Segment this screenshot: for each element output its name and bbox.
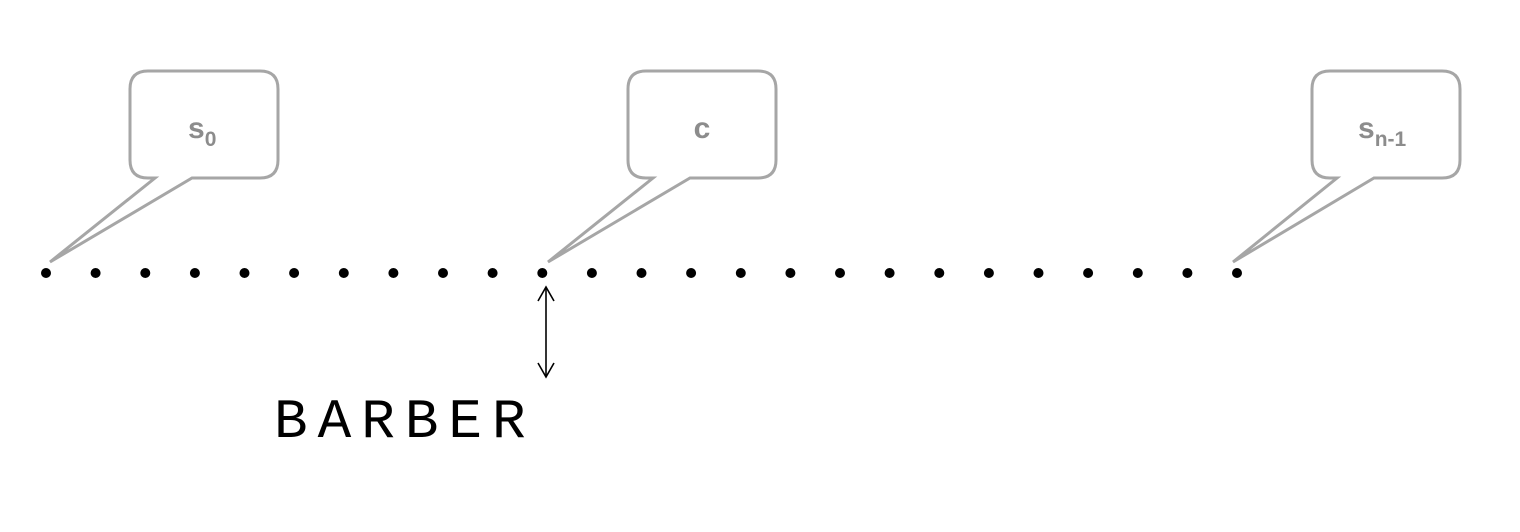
callout-c-label: c	[694, 112, 711, 145]
seat-dot	[785, 268, 796, 278]
seat-dot	[983, 268, 994, 278]
seat-dot	[537, 268, 548, 278]
arrow-head-down	[537, 362, 555, 379]
barber-label: BARBER	[274, 390, 536, 454]
seat-dot	[1182, 268, 1193, 278]
callout-s0-shape	[49, 69, 280, 264]
seat-dot	[289, 268, 300, 278]
seat-dot	[586, 268, 597, 278]
callout-sn-1: sn-1	[1232, 69, 1462, 264]
seat-dot	[388, 268, 399, 278]
callout-s0: s0	[49, 69, 280, 264]
callout-c: c	[547, 69, 778, 264]
double-arrow-icon	[537, 285, 555, 379]
seat-dot	[636, 268, 647, 278]
seat-dot	[487, 268, 498, 278]
seat-dot	[338, 268, 349, 278]
seat-dot	[239, 268, 250, 278]
seat-dot	[1232, 268, 1242, 278]
callout-s0-subscript: 0	[205, 128, 217, 151]
callout-sn-1-main: s	[1358, 112, 1375, 145]
seat-dot	[1132, 268, 1143, 278]
seat-dot	[884, 268, 895, 278]
seat-dot	[934, 268, 945, 278]
arrow-head-up	[537, 285, 555, 302]
seat-dot	[835, 268, 845, 278]
seat-dot	[686, 268, 697, 278]
seat-dot	[189, 268, 200, 278]
callout-sn-1-subscript: n-1	[1375, 128, 1407, 151]
seat-dot	[735, 268, 746, 278]
seat-dots	[41, 268, 1242, 278]
callout-sn-1-shape	[1232, 69, 1462, 264]
seat-dot	[438, 268, 448, 278]
callout-s0-main: s	[188, 112, 205, 145]
seat-dot	[1083, 268, 1094, 278]
seat-dot	[1033, 268, 1044, 278]
callout-sn-1-label: sn-1	[1358, 112, 1407, 151]
callout-c-shape	[547, 69, 778, 264]
callout-s0-label: s0	[188, 112, 216, 151]
seat-dot	[140, 268, 151, 278]
seat-dot	[90, 268, 101, 278]
seat-dot	[41, 268, 51, 278]
